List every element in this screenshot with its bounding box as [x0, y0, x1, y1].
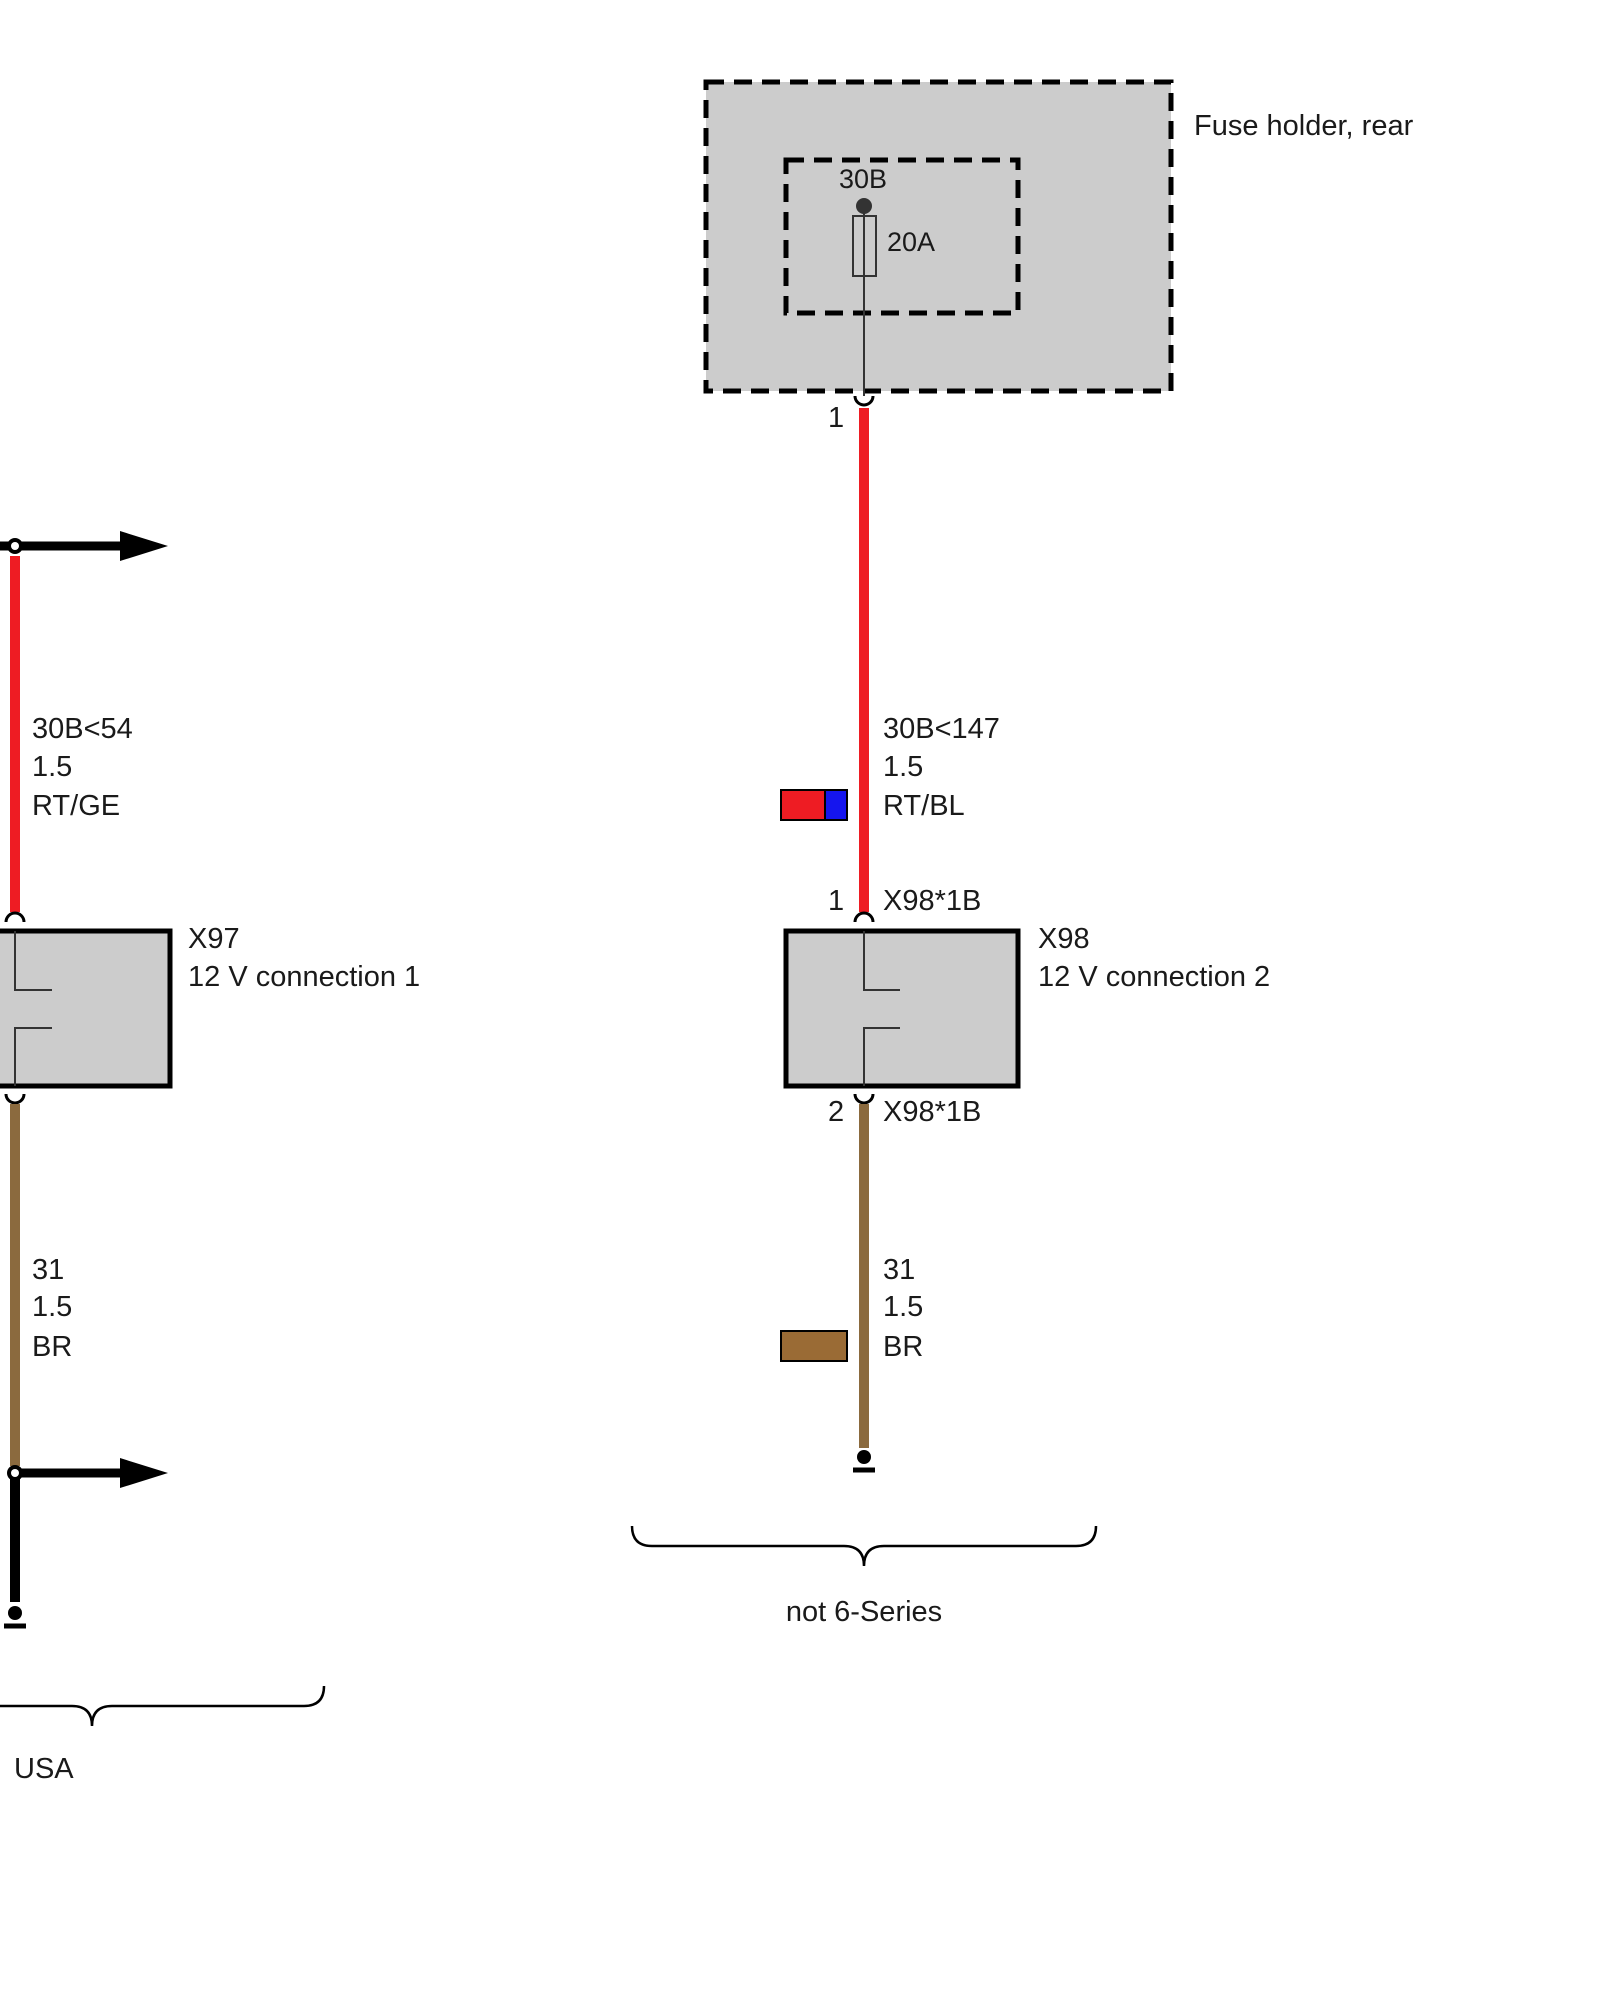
x97-connector-body: [0, 928, 173, 1089]
left-top-arrow-icon: [120, 531, 168, 561]
x98-contact-lower: [863, 1027, 900, 1086]
right-supply-size: 1.5: [883, 751, 923, 783]
left-variant-label: USA: [14, 1753, 74, 1785]
x98-connector-body: [783, 928, 1021, 1089]
right-ground-terminal-icon: [853, 1450, 875, 1473]
fuse-holder-pin-1[interactable]: [853, 395, 875, 407]
x97-connector-id: X97: [188, 923, 240, 955]
x98-bottom-pin-ref: X98*1B: [883, 1096, 981, 1128]
left-ground-circuit: 31: [32, 1254, 64, 1286]
right-ground-color-swatch: [780, 1330, 848, 1362]
right-ground-size: 1.5: [883, 1291, 923, 1323]
right-supply-circuit: 30B<147: [883, 713, 1000, 745]
left-ground-size: 1.5: [32, 1291, 72, 1323]
x97-contact-lower: [14, 1027, 52, 1086]
right-ground-color-code: BR: [883, 1331, 923, 1363]
x97-bottom-pin[interactable]: [4, 1093, 26, 1105]
left-supply-color-code: RT/GE: [32, 790, 120, 822]
left-supply-size: 1.5: [32, 751, 72, 783]
fuse-holder-inner-box: [783, 157, 1021, 316]
x98-top-pin-ref: X98*1B: [883, 885, 981, 917]
x98-top-pin-number: 1: [828, 885, 844, 917]
x98-top-pin[interactable]: [853, 911, 875, 923]
left-variant-bracket: [0, 1685, 326, 1727]
x98-connector-name: 12 V connection 2: [1038, 961, 1270, 993]
left-ground-color-code: BR: [32, 1331, 72, 1363]
fuse-rating-label: 20A: [887, 227, 935, 257]
left-supply-circuit: 30B<54: [32, 713, 133, 745]
x97-top-pin[interactable]: [4, 911, 26, 923]
x97-connector[interactable]: [0, 928, 173, 1089]
fuse-holder-outline: [703, 79, 1174, 394]
x98-bottom-pin[interactable]: [853, 1093, 875, 1105]
x98-connector-id: X98: [1038, 923, 1090, 955]
x97-connector-name: 12 V connection 1: [188, 961, 420, 993]
right-supply-color-code: RT/BL: [883, 790, 965, 822]
right-variant-bracket: [630, 1525, 1098, 1567]
x98-bottom-pin-number: 2: [828, 1096, 844, 1128]
left-ground-terminal-icon: [4, 1606, 26, 1629]
x97-contact-upper: [14, 931, 52, 991]
right-supply-color-swatch: [780, 789, 848, 821]
right-ground-circuit: 31: [883, 1254, 915, 1286]
x98-connector[interactable]: [783, 928, 1021, 1089]
right-variant-label: not 6-Series: [786, 1596, 942, 1628]
fuse-terminal-label: 30B: [839, 164, 887, 194]
fuse-holder-label: Fuse holder, rear: [1194, 110, 1414, 142]
x98-contact-upper: [863, 931, 900, 991]
left-bottom-arrow-icon: [120, 1458, 168, 1488]
fuse-holder[interactable]: Fuse holder, rear 30B 20A: [703, 79, 1414, 396]
fuse-holder-pin-label: 1: [828, 402, 844, 434]
